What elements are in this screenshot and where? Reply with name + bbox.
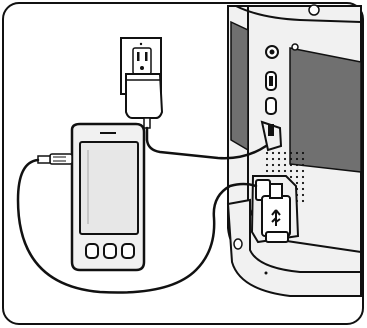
phone-button-left bbox=[85, 243, 99, 259]
phone-screen bbox=[79, 141, 139, 235]
phone-button-center bbox=[103, 243, 117, 259]
dock-port-round-inner bbox=[269, 49, 275, 55]
dock-top-button bbox=[308, 4, 320, 16]
dock-port-small bbox=[291, 43, 299, 51]
dock-power-plug bbox=[260, 120, 283, 152]
usb-plug-icon bbox=[271, 209, 281, 226]
dock-left-panel bbox=[230, 20, 249, 152]
cable-adapter-to-dock bbox=[145, 126, 268, 160]
usb-plug-bottom bbox=[265, 231, 289, 243]
phone-micro-usb-plug bbox=[37, 153, 73, 165]
dock-base-indicator bbox=[233, 238, 243, 250]
power-adapter-icon bbox=[125, 73, 164, 119]
smartphone bbox=[37, 122, 146, 272]
dock-top-rim bbox=[235, 5, 362, 23]
adapter-cable-boot bbox=[143, 117, 151, 129]
usb-power-adapter bbox=[125, 73, 164, 129]
dock-base-dot bbox=[264, 271, 268, 275]
dock-base bbox=[226, 198, 362, 297]
dock-port-slot-2 bbox=[265, 97, 277, 115]
speaker-dock bbox=[226, 4, 362, 297]
phone-button-right bbox=[121, 243, 135, 259]
cables bbox=[16, 126, 268, 294]
usb-connector bbox=[261, 183, 291, 243]
dock-port-slot-1-inner bbox=[269, 76, 273, 86]
cable-phone-to-dock bbox=[16, 158, 258, 294]
dock-right-panel bbox=[289, 47, 362, 173]
usb-plug-tip bbox=[269, 183, 283, 199]
